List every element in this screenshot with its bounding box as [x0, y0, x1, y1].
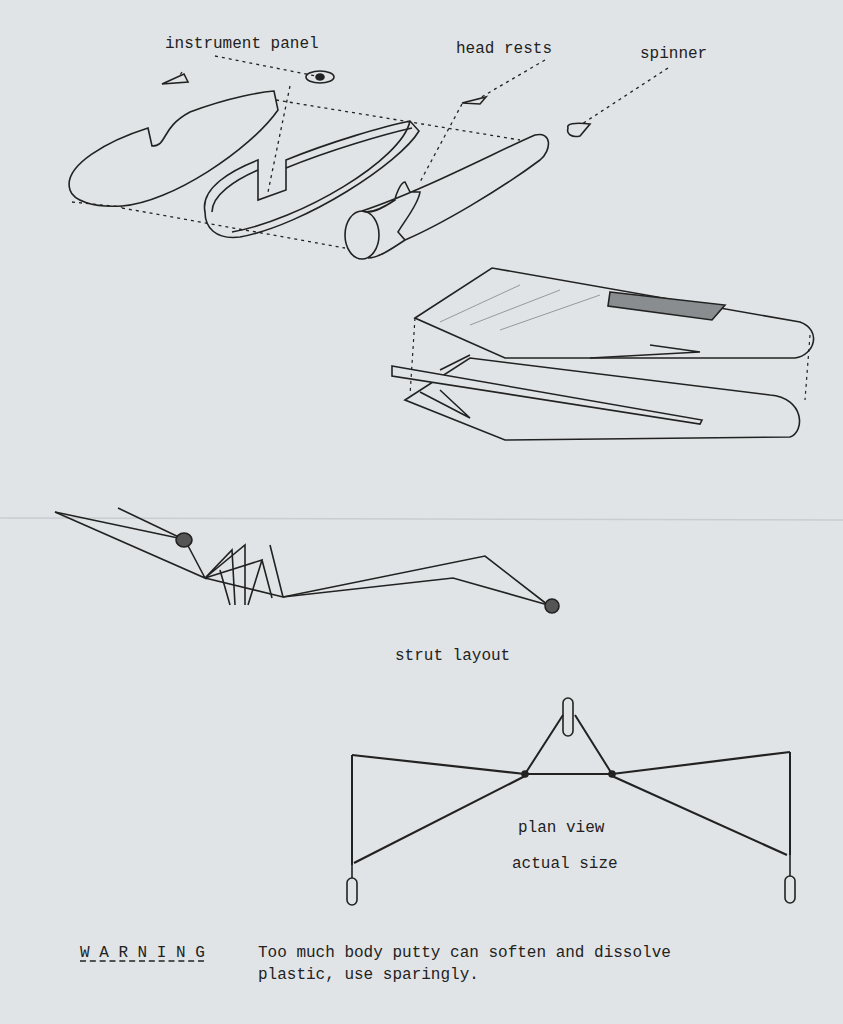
warning-heading: W A R N I N G [80, 942, 205, 964]
part-label: spinner [640, 43, 707, 65]
section-label: strut layout [395, 645, 510, 667]
scale-note: actual size [512, 853, 618, 875]
part-label: head rests [456, 38, 552, 60]
warning-note: Too much body putty can soften and disso… [258, 942, 718, 986]
view-label: plan view [518, 817, 604, 839]
part-label: instrument panel [165, 33, 319, 55]
